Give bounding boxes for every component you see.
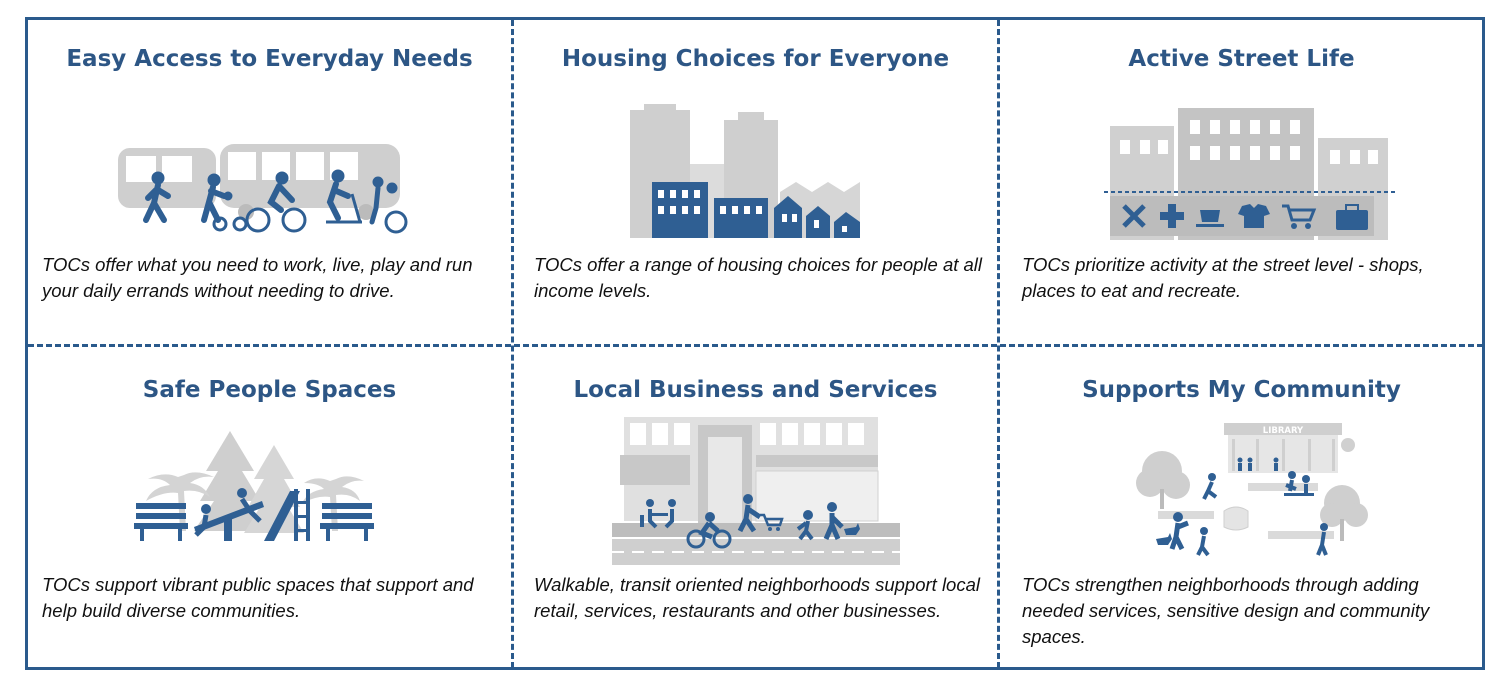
card-title: Housing Choices for Everyone bbox=[561, 46, 950, 72]
card-local-business: Local Business and Services Walkable, tr… bbox=[514, 347, 997, 668]
card-street-life: Active Street Life TOCs prioritize activ… bbox=[1000, 20, 1483, 344]
card-title: Supports My Community bbox=[1082, 377, 1401, 403]
card-title: Safe People Spaces bbox=[142, 377, 397, 403]
city-housing-skyline-icon bbox=[630, 104, 860, 238]
library-community-icon: LIBRARY bbox=[1136, 423, 1368, 557]
card-description: Walkable, transit oriented neighborhoods… bbox=[534, 574, 980, 621]
card-description: TOCs offer a range of housing choices fo… bbox=[534, 254, 983, 301]
panel-frame bbox=[25, 17, 1485, 670]
card-description: TOCs strengthen neighborhoods through ad… bbox=[1022, 574, 1430, 647]
row-divider bbox=[28, 344, 1483, 347]
transit-bus-pedestrians-icon bbox=[118, 144, 408, 234]
card-description: TOCs prioritize activity at the street l… bbox=[1022, 254, 1424, 301]
card-easy-access: Easy Access to Everyday Needs TOCs offer… bbox=[28, 20, 511, 344]
card-safe-spaces: Safe People Spaces TOCs support vibrant … bbox=[28, 347, 511, 668]
card-title: Local Business and Services bbox=[573, 377, 938, 403]
card-description: TOCs offer what you need to work, live, … bbox=[42, 254, 473, 301]
card-title: Active Street Life bbox=[1128, 46, 1355, 72]
park-playground-icon bbox=[134, 431, 374, 541]
storefronts-street-icon bbox=[1104, 108, 1396, 240]
main-street-business-icon bbox=[612, 417, 900, 565]
card-housing: Housing Choices for Everyone TOCs offer … bbox=[514, 20, 997, 344]
card-title: Easy Access to Everyday Needs bbox=[66, 46, 473, 72]
card-community: Supports My Community LIBRARY TOCs stren… bbox=[1000, 347, 1483, 668]
card-description: TOCs support vibrant public spaces that … bbox=[42, 574, 474, 621]
library-sign: LIBRARY bbox=[1263, 426, 1304, 436]
